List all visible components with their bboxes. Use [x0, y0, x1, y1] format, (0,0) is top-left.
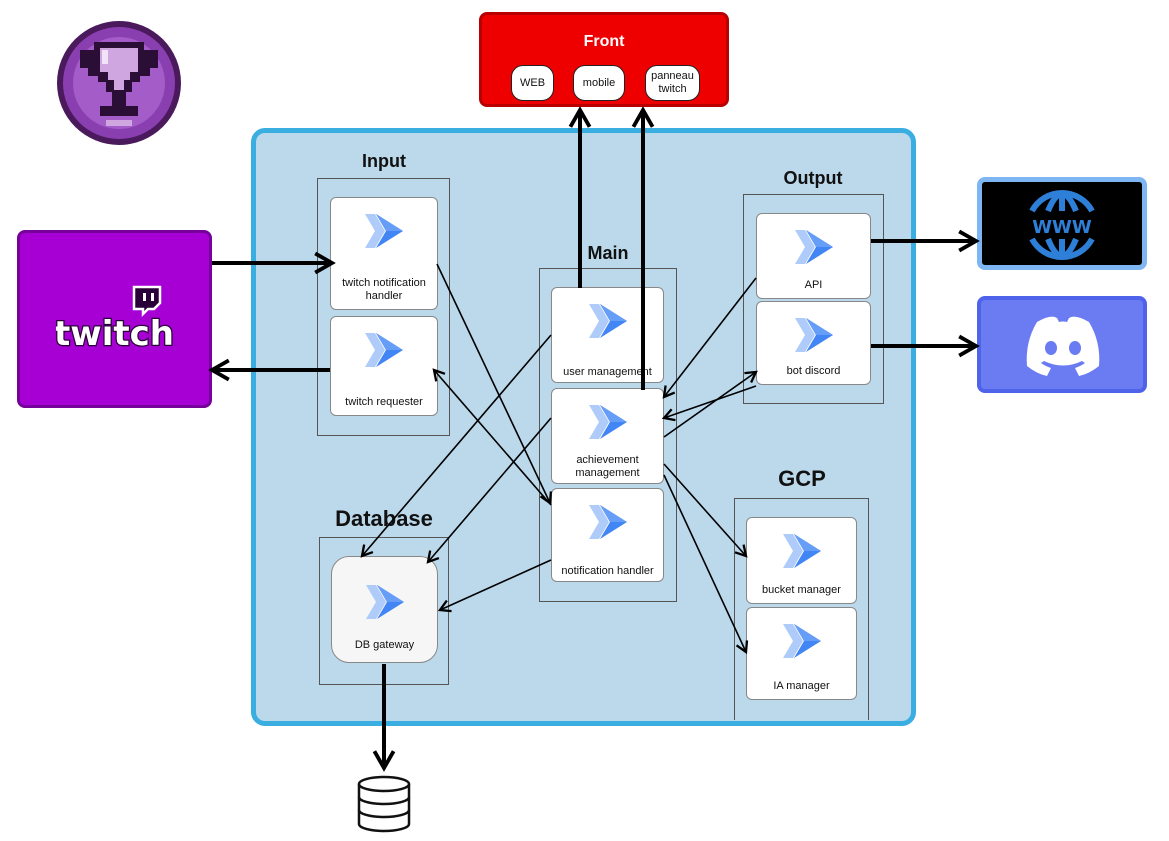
- front-group: Front WEB mobile panneau twitch: [479, 12, 729, 107]
- database-icon: [357, 775, 411, 833]
- node-label: twitch notification handler: [342, 277, 426, 302]
- ia-manager-node: IA manager: [746, 607, 857, 700]
- twitch-requester-node: twitch requester: [330, 316, 438, 416]
- main-title: Main: [587, 243, 629, 263]
- twitch-notification-handler-node: twitch notification handler: [330, 197, 438, 310]
- discord-box: [977, 296, 1147, 393]
- cloud-run-icon: [794, 230, 833, 264]
- cloud-run-icon: [782, 624, 821, 658]
- trophy-badge-icon: [57, 21, 181, 145]
- cloud-run-icon: [365, 214, 403, 248]
- discord-logo-icon: [1026, 316, 1100, 376]
- www-text: WWW: [1032, 217, 1092, 238]
- front-mobile-pill: mobile: [573, 65, 625, 101]
- twitch-logo-text: twitch: [56, 314, 174, 354]
- cloud-run-icon: [365, 333, 403, 367]
- node-label: twitch requester: [345, 396, 423, 408]
- cloud-run-icon: [588, 505, 627, 539]
- cloud-run-icon: [365, 585, 404, 619]
- achievement-management-node: achievement management: [551, 388, 664, 484]
- node-label: DB gateway: [354, 639, 415, 651]
- cloud-run-icon: [782, 534, 821, 568]
- www-box: WWW: [977, 177, 1147, 270]
- front-web-pill: WEB: [511, 65, 554, 101]
- output-title: Output: [783, 168, 843, 188]
- node-label: bot discord: [786, 365, 841, 377]
- twitch-box: twitch: [17, 230, 212, 408]
- api-node: API: [756, 213, 871, 299]
- cloud-run-icon: [794, 318, 833, 352]
- bot-discord-node: bot discord: [756, 301, 871, 385]
- node-label: IA manager: [773, 680, 830, 692]
- node-label: bucket manager: [762, 584, 841, 596]
- cloud-run-icon: [588, 405, 627, 439]
- bucket-manager-node: bucket manager: [746, 517, 857, 604]
- twitch-logo-icon: twitch: [56, 285, 175, 355]
- node-label: user management: [563, 366, 652, 378]
- node-label: notification handler: [561, 565, 654, 577]
- input-title: Input: [362, 151, 406, 171]
- node-label: achievement management: [575, 454, 640, 479]
- user-management-node: user management: [551, 287, 664, 383]
- front-panneau-twitch-pill: panneau twitch: [645, 65, 700, 101]
- db-gateway-node: DB gateway: [331, 556, 438, 663]
- cloud-run-icon: [588, 304, 627, 338]
- front-title: Front: [583, 33, 625, 50]
- gcp-title: GCP: [778, 466, 826, 491]
- notification-handler-node: notification handler: [551, 488, 664, 582]
- database-title: Database: [335, 506, 433, 531]
- globe-www-icon: WWW: [1029, 190, 1095, 260]
- node-label: API: [804, 279, 823, 291]
